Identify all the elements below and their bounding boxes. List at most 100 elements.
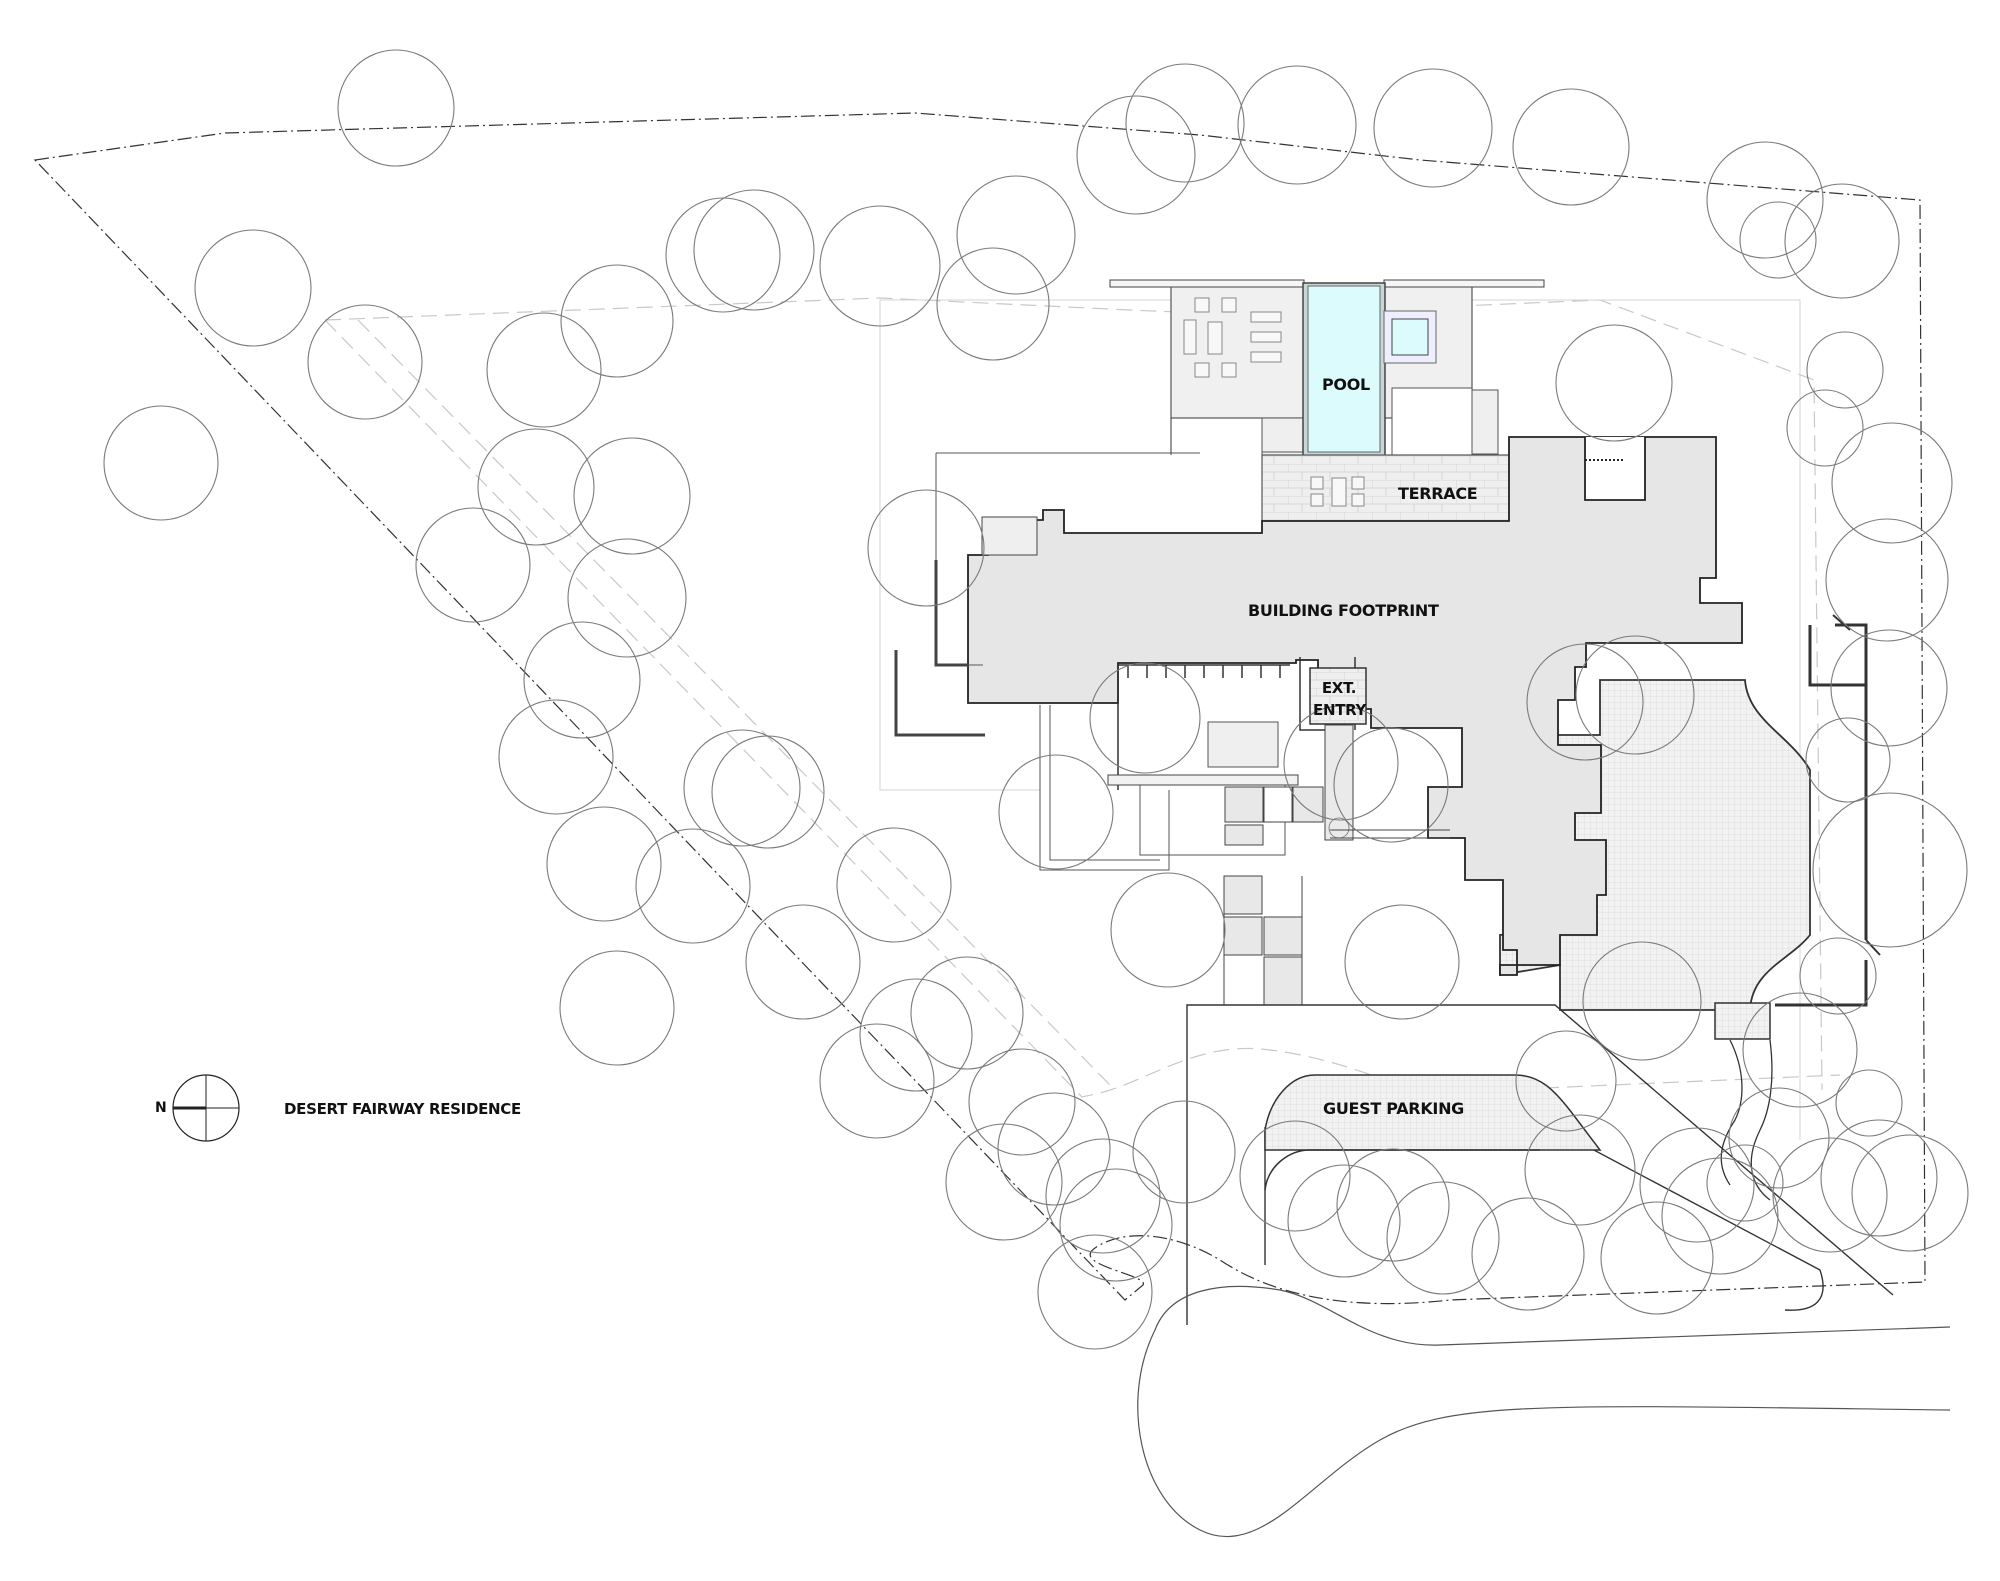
tree-canopy-icon: [1110, 872, 1226, 988]
tree-canopy-icon: [683, 729, 801, 847]
tree-canopy-icon: [1600, 1201, 1714, 1315]
tree-canopy-icon: [1524, 1114, 1636, 1226]
tree-canopy-icon: [1805, 717, 1891, 803]
tree-canopy-icon: [998, 754, 1114, 870]
tree-canopy-icon: [1526, 643, 1644, 761]
tree-canopy-icon: [1582, 941, 1702, 1061]
tree-canopy-icon: [1799, 937, 1877, 1015]
drawing-title: DESERT FAIRWAY RESIDENCE: [284, 1100, 521, 1118]
tree-canopy-icon: [1784, 183, 1900, 299]
tree-canopy-icon: [936, 247, 1050, 361]
tree-canopy-icon: [1835, 1069, 1903, 1137]
north-arrow-icon: [172, 1074, 240, 1142]
tree-canopy-icon: [1706, 141, 1824, 259]
tree-canopy-icon: [945, 1123, 1063, 1241]
stepping-pavers: [1223, 875, 1303, 1006]
tree-canopy-icon: [498, 699, 614, 815]
tree-canopy-icon: [1831, 422, 1953, 544]
tree-canopy-icon: [1742, 992, 1858, 1108]
tree-canopy-icon: [486, 312, 602, 428]
tree-canopy-icon: [1555, 324, 1673, 442]
tree-canopy-icon: [523, 621, 641, 739]
tree-canopy-icon: [1386, 1181, 1500, 1295]
tree-canopy-icon: [573, 437, 691, 555]
tree-canopy-icon: [1812, 792, 1968, 948]
label-terrace: TERRACE: [1398, 484, 1478, 503]
tree-canopy-icon: [1706, 1144, 1784, 1222]
tree-canopy-icon: [1239, 1120, 1351, 1232]
tree-canopy-icon: [1739, 201, 1817, 279]
tree-canopy-icon: [711, 735, 825, 849]
tree-canopy-icon: [1333, 727, 1449, 843]
nw-patio: [894, 452, 1200, 737]
tree-canopy-icon: [477, 428, 595, 546]
north-label: N: [155, 1100, 167, 1116]
tree-canopy-icon: [194, 229, 312, 347]
guest-parking: [1264, 1074, 1602, 1191]
tree-canopy-icon: [819, 1023, 935, 1139]
tree-canopy-icon: [337, 49, 455, 167]
tree-canopy-icon: [1125, 63, 1245, 183]
tree-canopy-icon: [1059, 1168, 1173, 1282]
tree-canopy-icon: [1851, 1134, 1969, 1252]
tree-canopy-icon: [559, 950, 675, 1066]
tree-canopy-icon: [635, 828, 751, 944]
street: [1137, 1285, 1951, 1537]
building-footprint: [967, 436, 1743, 976]
tree-canopy-icon: [1806, 331, 1884, 409]
label-pool: POOL: [1322, 375, 1370, 394]
label-building-footprint: BUILDING FOOTPRINT: [1248, 601, 1439, 620]
pool-deck: [1109, 279, 1545, 485]
tree-canopy-icon: [1515, 1030, 1617, 1132]
tree-canopy-icon: [1830, 629, 1948, 747]
tree-canopy-icon: [1471, 1197, 1585, 1311]
tree-canopy-icon: [1132, 1100, 1236, 1204]
tree-canopy-icon: [1373, 68, 1493, 188]
tree-canopy-icon: [1825, 518, 1949, 642]
tree-canopy-icon: [693, 189, 815, 311]
tree-canopy-icon: [1575, 635, 1695, 755]
label-ext-entry-line2: ENTRY: [1313, 701, 1367, 719]
tree-canopy-icon: [1639, 1127, 1755, 1243]
tree-canopy-icon: [415, 507, 531, 623]
tree-canopy-icon: [567, 538, 687, 658]
tree-canopy-icon: [1037, 1234, 1153, 1350]
east-garden-wall: [1775, 614, 1881, 1007]
tree-canopy-icon: [968, 1048, 1076, 1156]
label-ext-entry: EXT. ENTRY: [1313, 677, 1367, 721]
tree-canopy-icon: [1045, 1138, 1161, 1254]
tree-canopy-icon: [819, 205, 941, 327]
exterior-entry: [1299, 657, 1450, 841]
tree-canopies: [103, 49, 1969, 1350]
tree-canopy-icon: [1237, 65, 1357, 185]
tree-canopy-icon: [1661, 1157, 1779, 1275]
tree-canopy-icon: [1336, 1148, 1450, 1262]
tree-canopy-icon: [859, 978, 973, 1092]
tree-canopy-icon: [1772, 1137, 1888, 1253]
courtyard-notch: [1584, 437, 1646, 501]
tree-canopy-icon: [745, 904, 861, 1020]
tree-canopy-icon: [1344, 904, 1460, 1020]
tree-canopy-icon: [836, 827, 952, 943]
spa: [1383, 310, 1437, 364]
tree-canopy-icon: [867, 489, 985, 607]
label-ext-entry-line1: EXT.: [1321, 679, 1357, 697]
tree-canopy-icon: [546, 806, 662, 922]
tree-canopy-icon: [1287, 1164, 1401, 1278]
tree-canopy-icon: [103, 405, 219, 521]
tree-canopy-icon: [956, 175, 1076, 295]
tree-canopy-icon: [1820, 1119, 1938, 1237]
tree-canopy-icon: [1786, 389, 1864, 467]
property-boundary: [33, 112, 1926, 1305]
tree-canopy-icon: [910, 956, 1024, 1070]
tree-canopy-icon: [307, 304, 423, 420]
tree-canopy-icon: [1089, 662, 1201, 774]
tree-canopy-icon: [560, 264, 674, 378]
tree-canopy-icon: [665, 197, 781, 313]
label-guest-parking: GUEST PARKING: [1323, 1099, 1464, 1118]
pool: [1302, 282, 1386, 457]
south-courtyard: [1039, 664, 1324, 871]
tree-canopy-icon: [1512, 88, 1630, 206]
tree-canopy-icon: [1283, 705, 1399, 821]
